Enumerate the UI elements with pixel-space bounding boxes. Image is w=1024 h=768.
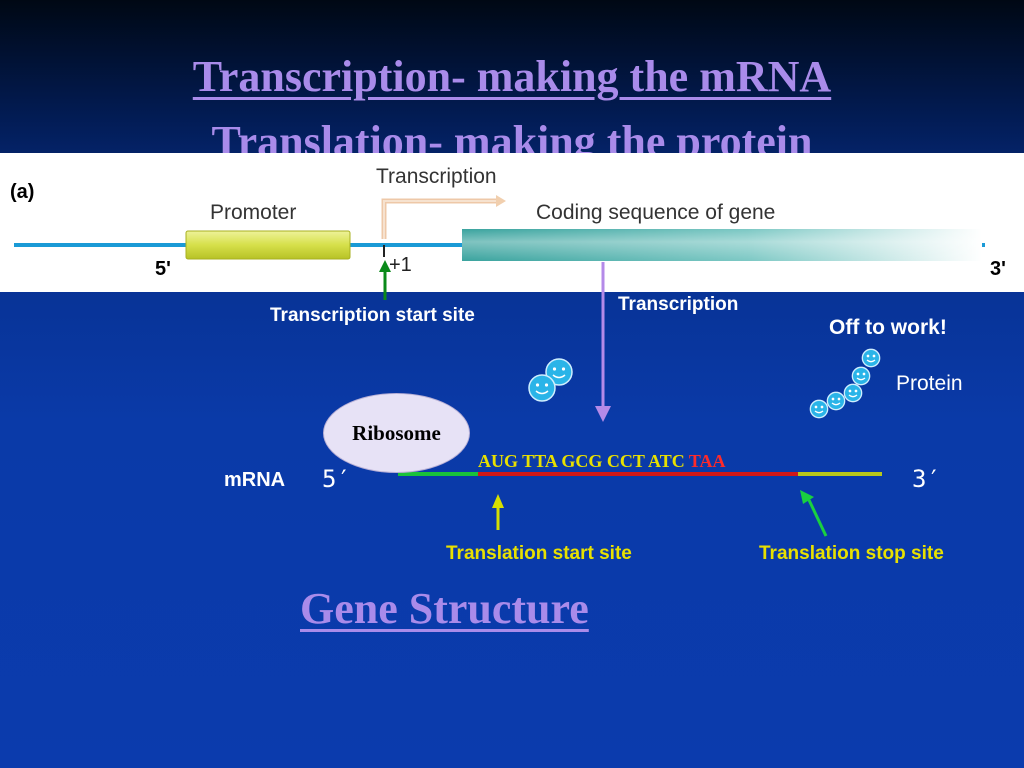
arrow-icon xyxy=(595,406,611,422)
promoter-label: Promoter xyxy=(210,201,296,224)
plus-one-label: +1 xyxy=(389,254,412,276)
stop-codon: TAA xyxy=(688,451,726,471)
panel-label-a: (a) xyxy=(10,181,34,203)
smiley-face-icon xyxy=(826,391,846,411)
off-to-work-label: Off to work! xyxy=(829,316,947,339)
smiley-face-icon xyxy=(809,399,829,419)
arrow-icon xyxy=(492,494,504,508)
ribosome: Ribosome xyxy=(323,393,470,473)
coding-codons: AUG TTA GCG CCT ATC xyxy=(478,451,689,471)
ribosome-label: Ribosome xyxy=(352,420,441,445)
protein-label: Protein xyxy=(896,372,963,395)
codon-sequence: AUG TTA GCG CCT ATC TAA xyxy=(478,451,726,472)
translation-stop-site-label: Translation stop site xyxy=(759,543,944,564)
gene-diagram: (a) Promoter Transcription Coding sequen… xyxy=(10,165,1006,280)
three-prime-label: 3' xyxy=(990,258,1006,280)
arrow-icon xyxy=(379,260,391,272)
gene-diagram-panel: (a) Promoter Transcription Coding sequen… xyxy=(0,153,1024,292)
smiley-face-icon xyxy=(528,374,556,402)
promoter-block xyxy=(185,230,351,260)
mrna-three-prime-label: 3′ xyxy=(912,465,941,493)
five-prime-label: 5' xyxy=(155,258,171,280)
gene-structure-heading: Gene Structure xyxy=(300,584,589,633)
smiley-face-icon xyxy=(851,366,871,386)
smiley-face-icon xyxy=(843,383,863,403)
transcription-label: Transcription xyxy=(618,294,739,315)
smiley-face-icon xyxy=(861,348,881,368)
arrow-icon xyxy=(800,490,814,504)
transcription-start-site-label: Transcription start site xyxy=(270,305,475,326)
transcription-label-panel: Transcription xyxy=(376,165,497,188)
coding-sequence-label: Coding sequence of gene xyxy=(536,201,775,224)
smiley-face-icon xyxy=(545,358,573,386)
title-transcription: Transcription- making the mRNA xyxy=(192,52,832,101)
mrna-five-prime-label: 5′ xyxy=(322,465,351,493)
translation-start-site-label: Translation start site xyxy=(446,543,632,564)
translation-stop-arrow xyxy=(807,499,828,537)
mrna-label: mRNA xyxy=(224,469,286,491)
arrow-icon xyxy=(496,195,506,207)
